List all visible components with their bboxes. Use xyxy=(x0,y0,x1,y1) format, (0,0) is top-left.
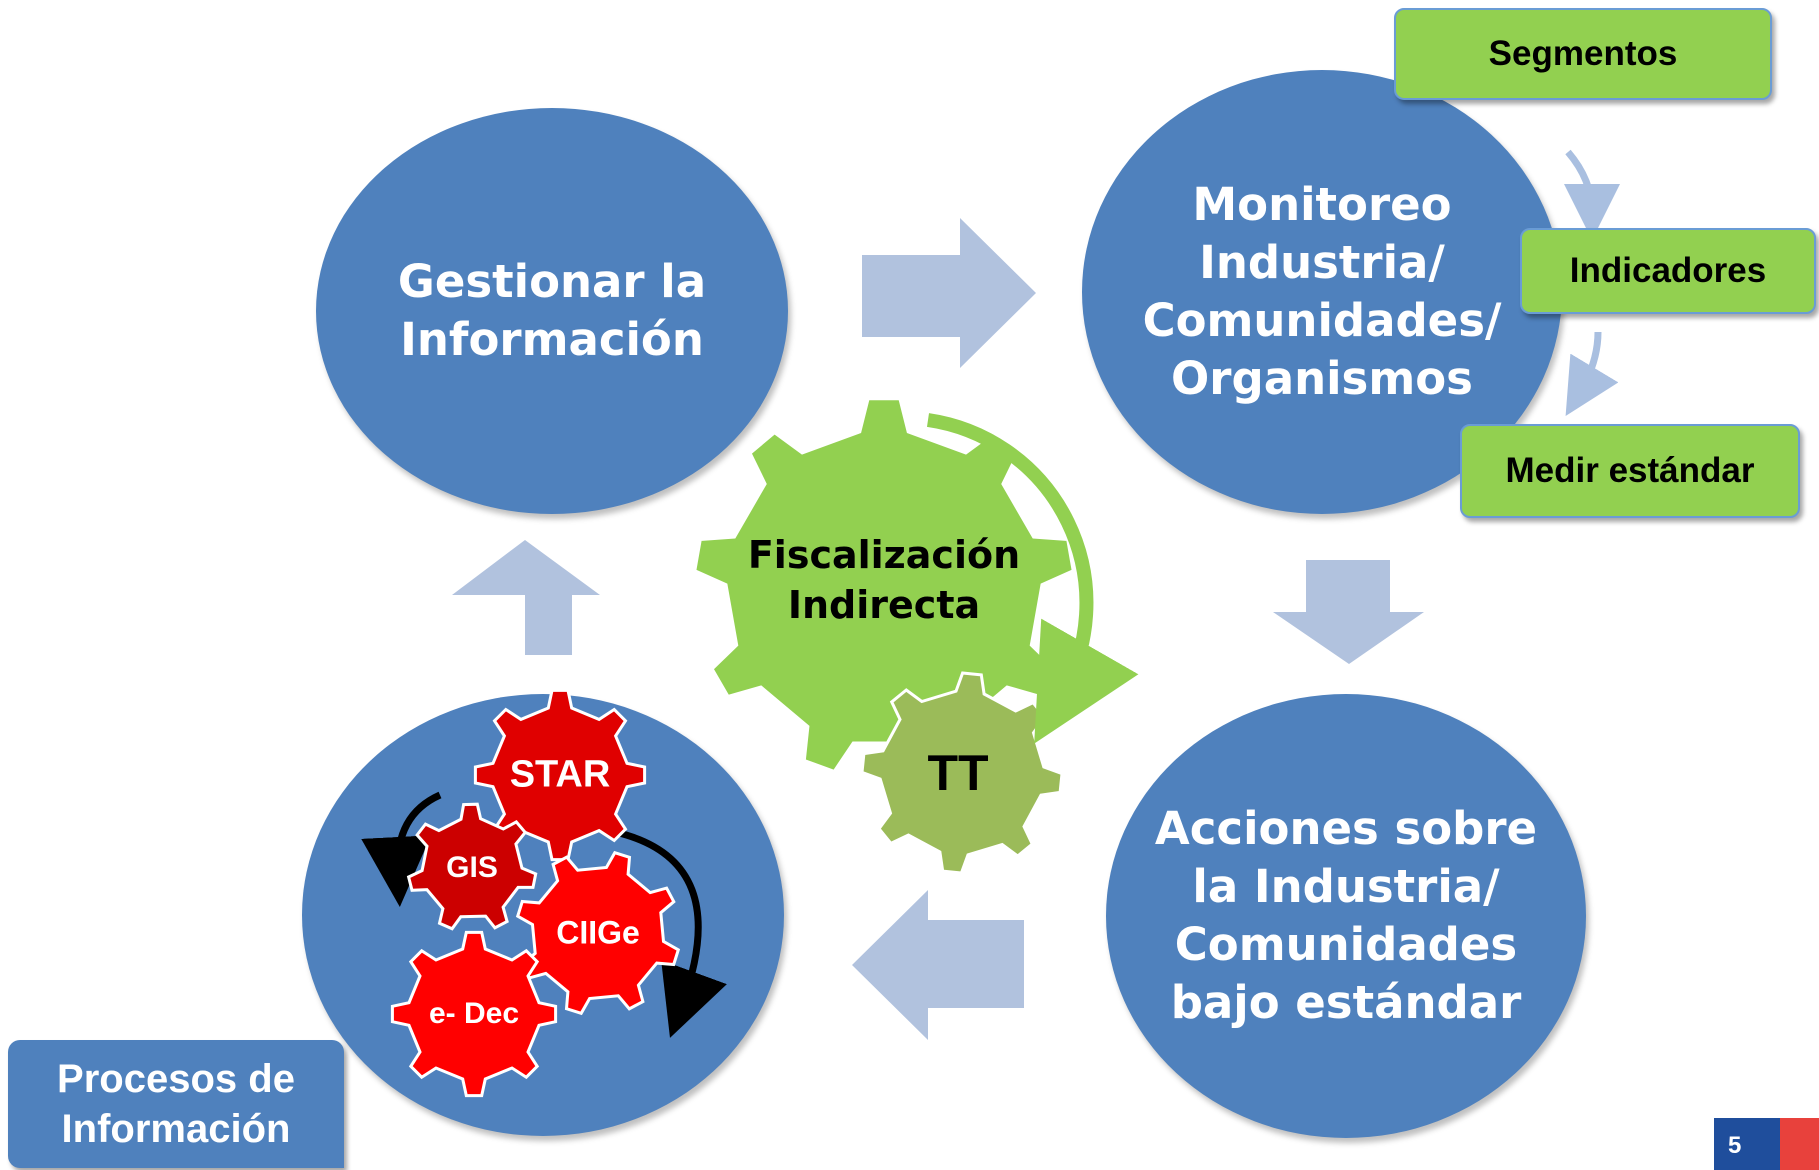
step-segmentos: Segmentos xyxy=(1394,8,1772,100)
page-number-blue-block xyxy=(1714,1118,1780,1170)
gis-label: GIS xyxy=(446,851,498,884)
gear-tt xyxy=(860,671,1064,875)
edec-label: e- Dec xyxy=(428,997,520,1030)
node-acciones-label: Acciones sobre la Industria/ Comunidades… xyxy=(1154,802,1538,1029)
arrow-right xyxy=(862,218,1036,368)
node-acciones: Acciones sobre la Industria/ Comunidades… xyxy=(1106,694,1586,1138)
page-number: 5 xyxy=(1728,1132,1742,1159)
node-monitoreo: Monitoreo Industria/ Comunidades/ Organi… xyxy=(1082,70,1562,514)
gear-ciige xyxy=(515,850,681,1016)
arrow-up xyxy=(452,540,600,655)
step-segmentos-label: Segmentos xyxy=(1488,34,1678,73)
procesos-label: Procesos de Información xyxy=(57,1057,295,1151)
tt-label: TT xyxy=(927,745,989,801)
gear-star xyxy=(473,688,647,862)
curved-arrow-segmentos-to-indicadores xyxy=(1563,149,1620,240)
page-number-badge: 5 xyxy=(1714,1118,1819,1170)
step-indicadores-label: Indicadores xyxy=(1569,251,1767,290)
gear-edec xyxy=(390,930,558,1098)
green-curved-arrow xyxy=(926,413,1139,744)
arrow-down xyxy=(1273,560,1424,664)
black-curved-arrow-left xyxy=(361,791,442,907)
step-indicadores: Indicadores xyxy=(1520,228,1816,314)
fiscalizacion-label: Fiscalización Indirecta xyxy=(747,533,1021,627)
step-medir-estandar: Medir estándar xyxy=(1460,424,1800,518)
node-monitoreo-label: Monitoreo Industria/ Comunidades/ Organi… xyxy=(1142,178,1502,405)
ciige-label: CIIGe xyxy=(556,914,640,951)
procesos-de-informacion-box: Procesos de Información xyxy=(8,1040,344,1168)
step-medir-label: Medir estándar xyxy=(1505,451,1755,490)
node-gestionar-informacion: Gestionar la Información xyxy=(316,108,788,514)
page-number-red-block xyxy=(1780,1118,1819,1170)
gear-gis xyxy=(406,802,538,931)
node-gestionar-label: Gestionar la Información xyxy=(397,255,707,366)
star-label: STAR xyxy=(509,753,611,796)
curved-arrow-indicadores-to-medir xyxy=(1565,331,1619,417)
arrow-left xyxy=(852,890,1024,1040)
black-curved-arrow-right xyxy=(614,828,727,1038)
